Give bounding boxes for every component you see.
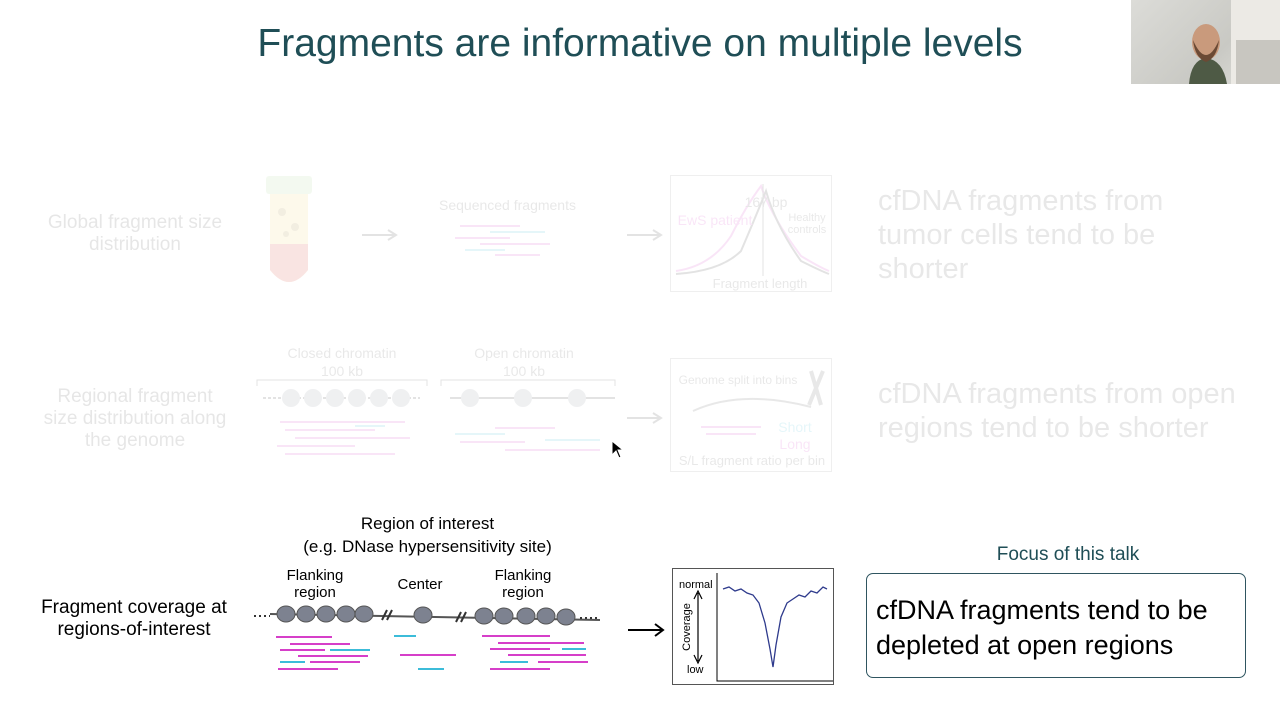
row-global-label: Global fragment size distribution: [47, 212, 223, 255]
series-label-patient: EwS patient: [677, 212, 753, 228]
presenter-webcam: [1131, 0, 1280, 84]
statement-global: cfDNA fragments from tumor cells tend to…: [878, 185, 1164, 285]
y-high-label: normal: [679, 579, 713, 591]
right-flank-label: Flanking region: [494, 567, 552, 601]
distribution-curves: [675, 183, 830, 276]
center-label: Center: [397, 576, 443, 593]
blood-tube-icon: [266, 176, 312, 282]
coverage-curve: [693, 573, 833, 682]
row-roi-label: Fragment coverage at regions-of-interest: [41, 597, 227, 640]
conclusion-text: cfDNA fragments tend to be depleted at o…: [876, 595, 1208, 660]
size-distribution-plot: 167 bp EwS patient Healthy controls Frag…: [670, 175, 832, 292]
conclusion-box: [866, 573, 1246, 678]
bins-plot: Genome split into bins Short Long S/L fr…: [670, 358, 832, 472]
chromatin-diagram: [256, 379, 616, 455]
slide-title: Fragments are informative on multiple le…: [257, 22, 1023, 65]
roi-title: Region of interest: [360, 514, 495, 533]
arrow-icon: [627, 229, 663, 241]
bins-plot-title: Genome split into bins: [678, 373, 798, 387]
open-chromatin-size: 100 kb: [502, 363, 546, 379]
fragments-icon: [455, 225, 550, 256]
closed-chromatin-size: 100 kb: [320, 363, 364, 379]
roi-subtitle: (e.g. DNase hypersensitivity site): [303, 537, 552, 556]
open-chromatin-title: Open chromatin: [474, 345, 574, 361]
arrow-icon: [628, 623, 665, 637]
row-regional-label: Regional fragment size distribution alon…: [43, 386, 227, 451]
x-axis-label: Fragment length: [712, 276, 808, 291]
coverage-plot: normal low Coverage: [672, 568, 834, 685]
focus-label: Focus of this talk: [996, 544, 1140, 565]
short-label: Short: [778, 419, 812, 435]
arrow-icon: [362, 229, 398, 241]
presenter-image: [1189, 0, 1280, 84]
left-flank-label: Flanking region: [286, 567, 344, 601]
y-low-label: low: [687, 664, 704, 676]
statement-regional: cfDNA fragments from open regions tend t…: [878, 378, 1236, 444]
ratio-label: S/L fragment ratio per bin: [678, 453, 826, 468]
long-label: Long: [779, 436, 811, 452]
closed-chromatin-title: Closed chromatin: [287, 345, 397, 361]
chromosome-icon: [692, 370, 825, 435]
series-label-healthy: Healthy controls: [787, 212, 827, 236]
sequenced-fragments-caption: Sequenced fragments: [439, 197, 576, 213]
roi-diagram: [254, 605, 601, 670]
arrow-icon: [627, 412, 663, 424]
peak-label: 167 bp: [744, 194, 788, 210]
mouse-cursor-icon: [611, 440, 625, 459]
